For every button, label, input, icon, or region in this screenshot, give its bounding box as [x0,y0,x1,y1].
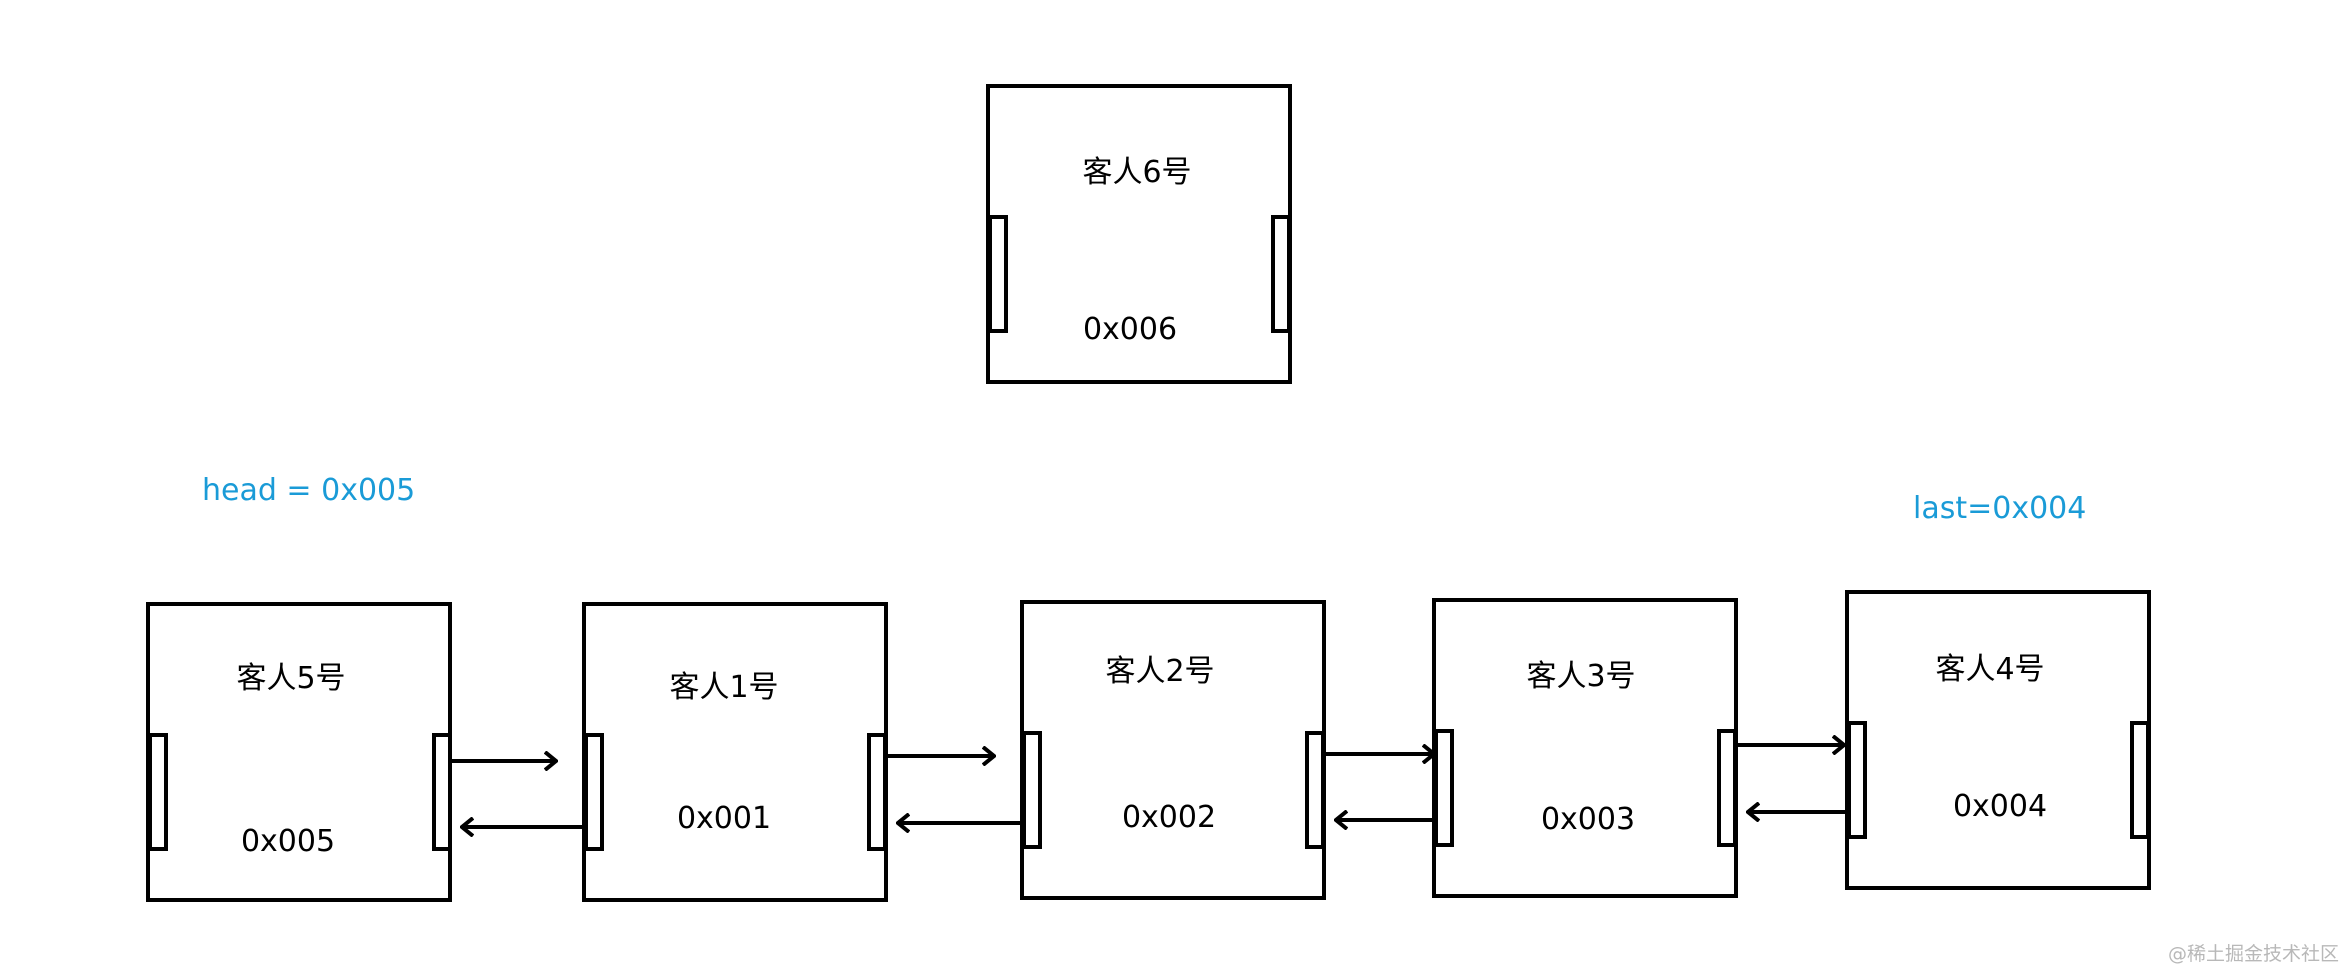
link-arrows [452,745,1847,827]
node-address: 0x003 [1541,802,1635,837]
node-title: 客人2号 [1105,654,1214,689]
node-title: 客人3号 [1526,659,1635,694]
node-guest-5: 客人5号 0x005 [146,602,452,902]
next-pointer-slot [1305,731,1325,849]
next-pointer-slot [2130,721,2150,839]
node-address: 0x001 [677,801,771,836]
node-guest-4: 客人4号 0x004 [1845,590,2151,890]
prev-pointer-slot [988,215,1008,333]
node-address: 0x002 [1122,800,1216,835]
next-pointer-slot [1271,215,1291,333]
prev-pointer-slot [584,733,604,851]
node-guest-6: 客人6号 0x006 [986,84,1292,384]
next-pointer-slot [1717,729,1737,847]
last-pointer-label: last=0x004 [1913,491,2086,526]
node-title: 客人6号 [1082,155,1191,190]
prev-pointer-slot [1434,729,1454,847]
node-guest-3: 客人3号 0x003 [1432,598,1738,898]
node-title: 客人1号 [669,670,778,705]
node-guest-1: 客人1号 0x001 [582,602,888,902]
prev-pointer-slot [1847,721,1867,839]
node-guest-2: 客人2号 0x002 [1020,600,1326,900]
node-title: 客人4号 [1935,652,2044,687]
node-address: 0x005 [241,824,335,859]
watermark-text: @稀土掘金技术社区 [2168,943,2339,965]
prev-pointer-slot [148,733,168,851]
prev-pointer-slot [1022,731,1042,849]
node-address: 0x006 [1083,312,1177,347]
next-pointer-slot [867,733,887,851]
head-pointer-label: head = 0x005 [202,473,415,508]
node-title: 客人5号 [236,661,345,696]
next-pointer-slot [432,733,452,851]
node-address: 0x004 [1953,789,2047,824]
